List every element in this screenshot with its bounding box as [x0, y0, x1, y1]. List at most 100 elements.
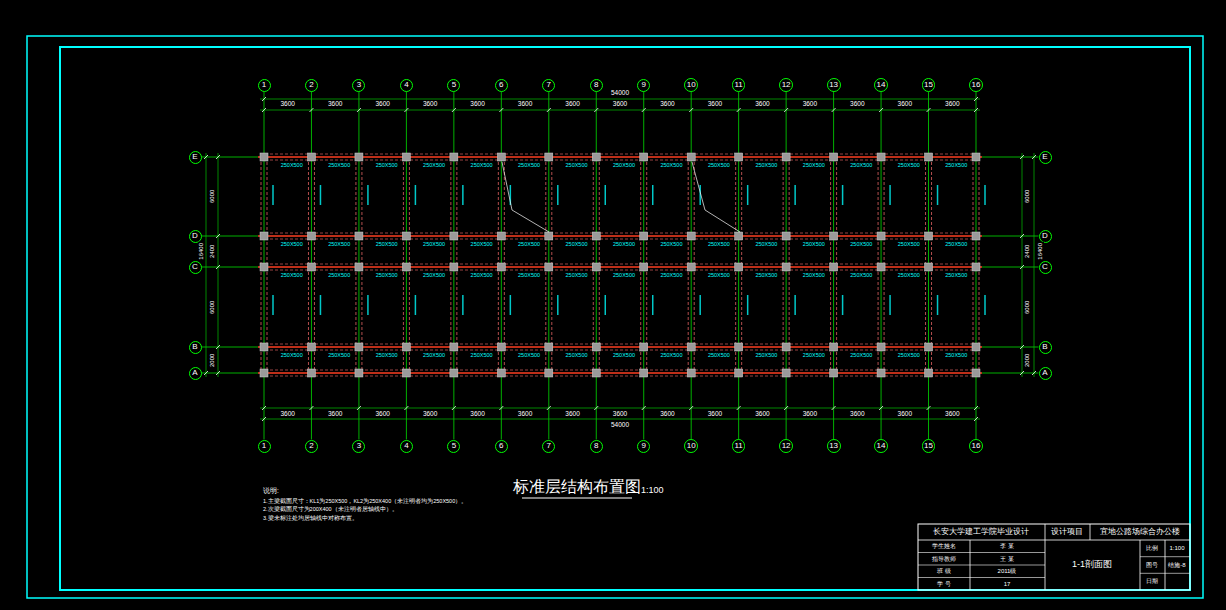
axis-bubble: E [189, 151, 202, 164]
beam-tag-mark [747, 295, 749, 315]
axis-number: C [192, 263, 198, 271]
dimension-tick [594, 406, 598, 410]
column [402, 232, 410, 240]
beam-edge [260, 264, 980, 265]
axis-line [202, 236, 1039, 237]
dimension-text: 3600 [327, 410, 343, 417]
column [450, 263, 458, 271]
column [782, 343, 790, 351]
axis-number: 10 [687, 81, 696, 89]
title-block-text: 李 某 [999, 543, 1015, 550]
column [307, 263, 315, 271]
column [545, 263, 553, 271]
column [355, 263, 363, 271]
column [735, 263, 743, 271]
axis-number: 12 [782, 81, 791, 89]
dimension-line [206, 153, 207, 377]
axis-bubble: 11 [732, 439, 745, 452]
column [402, 369, 410, 377]
beam-edge [260, 239, 980, 240]
outer-frame [27, 36, 1203, 598]
column [640, 153, 648, 161]
column [592, 232, 600, 240]
dimension-tick [309, 108, 313, 112]
axis-bubble: D [189, 230, 202, 243]
beam-tag-mark [272, 185, 274, 205]
beam-tag-mark [272, 295, 274, 315]
beam-tag-mark [984, 185, 986, 205]
beam-label: 250X500 [327, 162, 351, 168]
dimension-tick [784, 108, 788, 112]
note-text: 3.梁未标注处均居轴线中对称布置。 [262, 515, 359, 521]
column [260, 343, 268, 351]
beam-tag-mark [652, 185, 654, 205]
dimension-tick [642, 108, 646, 112]
axis-number: 13 [829, 81, 838, 89]
axis-bubble: 13 [827, 78, 841, 92]
axis-bubble: 1 [258, 79, 271, 92]
column [687, 369, 695, 377]
column [545, 343, 553, 351]
dimension-tick [216, 345, 220, 349]
beam-tag-mark [415, 295, 417, 315]
axis-bubble: 7 [542, 79, 555, 92]
dimension-text: 54000 [610, 89, 630, 96]
axis-number: A [192, 369, 197, 377]
dimension-tick [1032, 371, 1036, 375]
beam-label: 250X500 [802, 272, 826, 278]
column [972, 369, 980, 377]
axis-bubble: 10 [684, 439, 698, 453]
dimension-tick [974, 108, 978, 112]
axis-number: 15 [924, 81, 933, 89]
axis-number: 8 [594, 442, 598, 450]
beam-label: 250X500 [280, 241, 304, 247]
axis-number: 5 [452, 81, 456, 89]
title-block-text: 王 某 [999, 556, 1015, 563]
dimension-tick [216, 155, 220, 159]
beam-label: 250X500 [754, 162, 778, 168]
beam-label: 250X500 [517, 241, 541, 247]
column [592, 343, 600, 351]
dimension-text: 3600 [802, 100, 818, 107]
dimension-text: 3600 [944, 410, 960, 417]
dimension-text: 3600 [802, 410, 818, 417]
note-heading: 说明: [262, 487, 280, 494]
axis-number: 6 [499, 81, 503, 89]
column [972, 153, 980, 161]
dimension-text: 2000 [1025, 352, 1032, 367]
column [307, 369, 315, 377]
beam-tag-mark [557, 185, 559, 205]
beam-edge [260, 344, 980, 345]
inner-frame [60, 47, 1190, 590]
title-block-text: 2011级 [997, 568, 1018, 575]
axis-number: A [1042, 369, 1047, 377]
dimension-tick [499, 406, 503, 410]
dimension-text: 3600 [327, 100, 343, 107]
title-block-rule [1165, 540, 1166, 590]
title-block-rule [1140, 540, 1141, 590]
beam-edge [260, 270, 980, 271]
axis-line [202, 267, 1039, 268]
leader-line [502, 162, 549, 232]
beam-tag-mark [984, 295, 986, 315]
column [545, 232, 553, 240]
beam-label: 250X500 [422, 162, 446, 168]
axis-bubble: 8 [590, 79, 603, 92]
beam-label: 250X500 [802, 352, 826, 358]
dimension-tick [737, 406, 741, 410]
note-text: 2.次梁截面尺寸为200X400（未注明者居轴线中）。 [262, 506, 399, 512]
title-block-text: 学生姓名 [931, 543, 957, 550]
dimension-tick [974, 406, 978, 410]
axis-number: E [1042, 153, 1047, 161]
axis-bubble: 7 [542, 440, 555, 453]
beam-label: 250X500 [944, 352, 968, 358]
beam-label: 250X500 [707, 272, 731, 278]
dimension-tick [832, 406, 836, 410]
title-block-rule [1140, 556, 1190, 557]
axis-number: 9 [641, 442, 645, 450]
column [497, 343, 505, 351]
axis-number: 16 [972, 81, 981, 89]
beam-tag-mark [699, 295, 701, 315]
axis-bubble: 4 [400, 440, 413, 453]
